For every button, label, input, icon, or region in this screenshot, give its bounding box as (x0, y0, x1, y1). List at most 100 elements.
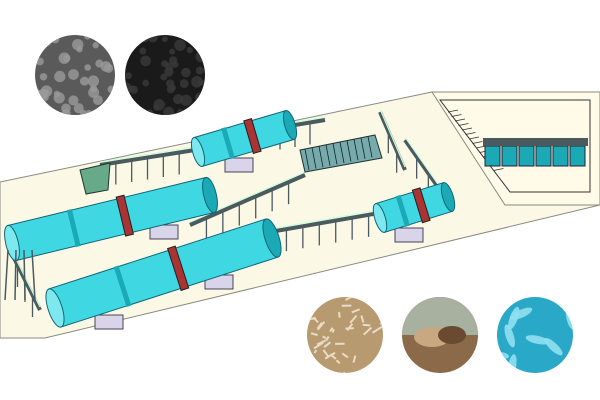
straw-fiber (331, 328, 335, 333)
straw-fiber (338, 311, 341, 318)
granule (161, 36, 168, 43)
cooler-base-2 (94, 314, 124, 330)
straw-fiber (329, 353, 337, 360)
granule (125, 72, 132, 80)
straw-fiber (360, 315, 365, 323)
bacterium (544, 337, 563, 356)
straw-fiber (329, 327, 334, 333)
bacteria-photo (497, 297, 573, 373)
coating-drum-inlet (372, 203, 388, 233)
granule (140, 55, 151, 67)
warehouse-stair-step (454, 118, 466, 122)
straw-fiber (362, 326, 373, 336)
packing-bin (518, 145, 535, 167)
support-leg (31, 249, 36, 301)
straw-fiber (322, 335, 327, 340)
straw-fiber (351, 308, 361, 314)
granule (165, 79, 175, 88)
straw-fiber (363, 367, 371, 373)
granule (39, 73, 48, 81)
granule (83, 35, 92, 40)
granulator-drum-tyre (221, 127, 235, 160)
granule (147, 35, 158, 43)
warehouse-stair-step (458, 123, 469, 126)
straw-fiber (372, 325, 383, 334)
support-leg (23, 249, 26, 301)
screening-machine (299, 134, 383, 173)
straw-fiber (335, 359, 341, 365)
warehouse-stair-step (493, 168, 504, 171)
granule (128, 85, 135, 92)
screen-slat (367, 136, 373, 158)
screen-slat (346, 140, 352, 162)
coating-drum-tyre (395, 194, 410, 227)
straw-fiber (325, 335, 330, 342)
granule (73, 103, 84, 114)
dryer-drum-gear-ring (115, 194, 134, 237)
straw-fiber (324, 351, 336, 360)
granulator-drum-end (282, 110, 298, 140)
right-conveyor-belt (404, 136, 441, 188)
granule (174, 39, 186, 51)
straw-fiber (345, 297, 356, 301)
granule (164, 67, 174, 77)
straw-fiber (323, 341, 332, 348)
granule (180, 94, 192, 107)
straw-fiber (352, 355, 357, 363)
screen-slat (332, 143, 338, 165)
granule (61, 109, 71, 115)
packing-bin (501, 145, 518, 167)
straw-fiber (322, 349, 330, 358)
warehouse-stair-step (472, 141, 483, 144)
straw-fiber (342, 371, 348, 373)
granule (169, 48, 176, 55)
granule (163, 106, 175, 115)
straw-fiber (316, 321, 326, 331)
granule (125, 42, 133, 52)
granule (101, 106, 110, 115)
granule (104, 63, 114, 73)
incline-conveyor (189, 173, 306, 227)
warehouse-stair-step (451, 114, 462, 117)
granule (181, 67, 191, 78)
warehouse-stair-step (465, 132, 476, 135)
screen-slat (304, 148, 310, 171)
straw-fiber (309, 370, 318, 373)
right-elevator-belt (379, 108, 406, 168)
granule (85, 109, 92, 115)
feed-conveyor-1-belt (99, 146, 196, 163)
straw-fiber (310, 332, 318, 337)
granule (58, 52, 71, 64)
granule (160, 73, 168, 81)
granule (186, 47, 193, 54)
support-leg (4, 249, 9, 301)
screen-slat (318, 146, 324, 168)
granule (161, 60, 169, 68)
granule (171, 61, 179, 68)
granule (88, 86, 100, 98)
black-granules-photo (125, 35, 205, 115)
warehouse-stair-step (475, 145, 487, 149)
granule (195, 51, 205, 63)
straw-fiber (349, 314, 358, 324)
warehouse-stair-step (461, 127, 473, 131)
screen-slat (311, 147, 317, 169)
granule (100, 35, 109, 43)
dryer-drum-tyre (66, 208, 81, 248)
warehouse-stair-step (447, 109, 459, 113)
granulator-base (224, 157, 254, 173)
granule (53, 90, 61, 98)
granule (139, 47, 147, 55)
screen-slat (325, 144, 331, 166)
granule (139, 35, 150, 43)
cooler-drum-end (262, 218, 282, 258)
cooler-drum-gear-ring (166, 245, 190, 292)
gray-granules-photo (35, 35, 115, 115)
granule (92, 42, 99, 49)
drum-link-conveyor-belt (269, 208, 386, 230)
screen-slat (339, 141, 345, 164)
straw-fiber (312, 316, 319, 324)
right-elevator (378, 111, 407, 171)
granule (195, 92, 205, 103)
